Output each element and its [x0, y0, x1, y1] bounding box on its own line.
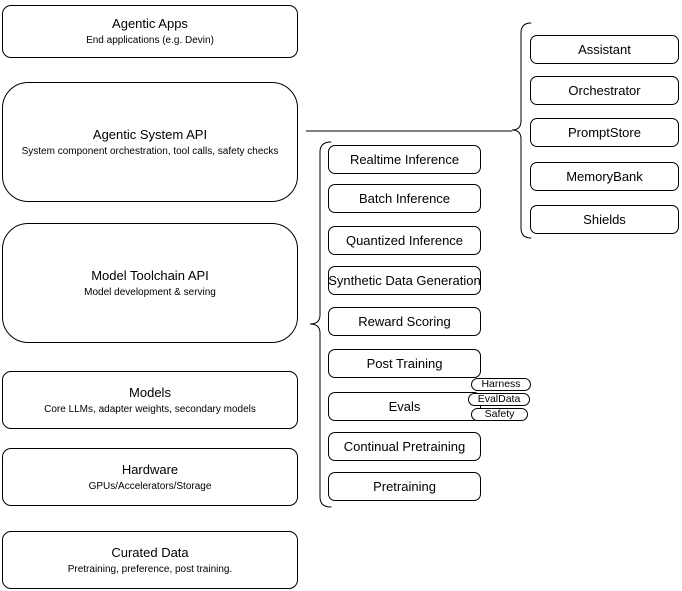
service-synthetic-data-generation: Synthetic Data Generation	[328, 266, 481, 295]
service-batch-inference: Batch Inference	[328, 184, 481, 213]
eval-tag-harness: Harness	[471, 378, 531, 391]
layer-subtitle: GPUs/Accelerators/Storage	[88, 480, 212, 492]
layer-title: Agentic System API	[92, 126, 208, 142]
layer-agentic-system-api: Agentic System API System component orch…	[2, 82, 298, 202]
eval-tag-safety: Safety	[471, 408, 528, 421]
component-assistant: Assistant	[530, 35, 679, 64]
layer-subtitle: System component orchestration, tool cal…	[21, 145, 279, 157]
component-memorybank: MemoryBank	[530, 162, 679, 191]
service-continual-pretraining: Continual Pretraining	[328, 432, 481, 461]
layer-subtitle: End applications (e.g. Devin)	[86, 35, 214, 46]
layer-curated-data: Curated Data Pretraining, preference, po…	[2, 531, 298, 589]
layer-title: Curated Data	[111, 544, 189, 560]
layer-title: Model Toolchain API	[91, 267, 209, 283]
layer-agentic-apps: Agentic Apps End applications (e.g. Devi…	[2, 5, 298, 58]
component-orchestrator: Orchestrator	[530, 76, 679, 105]
service-evals: Evals	[328, 392, 481, 421]
service-reward-scoring: Reward Scoring	[328, 307, 481, 336]
service-post-training: Post Training	[328, 349, 481, 378]
component-promptstore: PromptStore	[530, 118, 679, 147]
layer-title: Hardware	[121, 461, 179, 477]
service-pretraining: Pretraining	[328, 472, 481, 501]
service-realtime-inference: Realtime Inference	[328, 145, 481, 174]
layer-title: Models	[129, 384, 171, 400]
component-shields: Shields	[530, 205, 679, 234]
service-quantized-inference: Quantized Inference	[328, 226, 481, 255]
layer-subtitle: Core LLMs, adapter weights, secondary mo…	[44, 403, 256, 415]
components-group-brace	[511, 22, 532, 239]
layer-subtitle: Model development & serving	[84, 286, 216, 298]
layer-model-toolchain-api: Model Toolchain API Model development & …	[2, 223, 298, 343]
layer-title: Agentic Apps	[112, 16, 188, 31]
layer-hardware: Hardware GPUs/Accelerators/Storage	[2, 448, 298, 506]
eval-tag-evaldata: EvalData	[468, 393, 530, 406]
layer-models: Models Core LLMs, adapter weights, secon…	[2, 371, 298, 429]
layer-subtitle: Pretraining, preference, post training.	[67, 563, 233, 575]
